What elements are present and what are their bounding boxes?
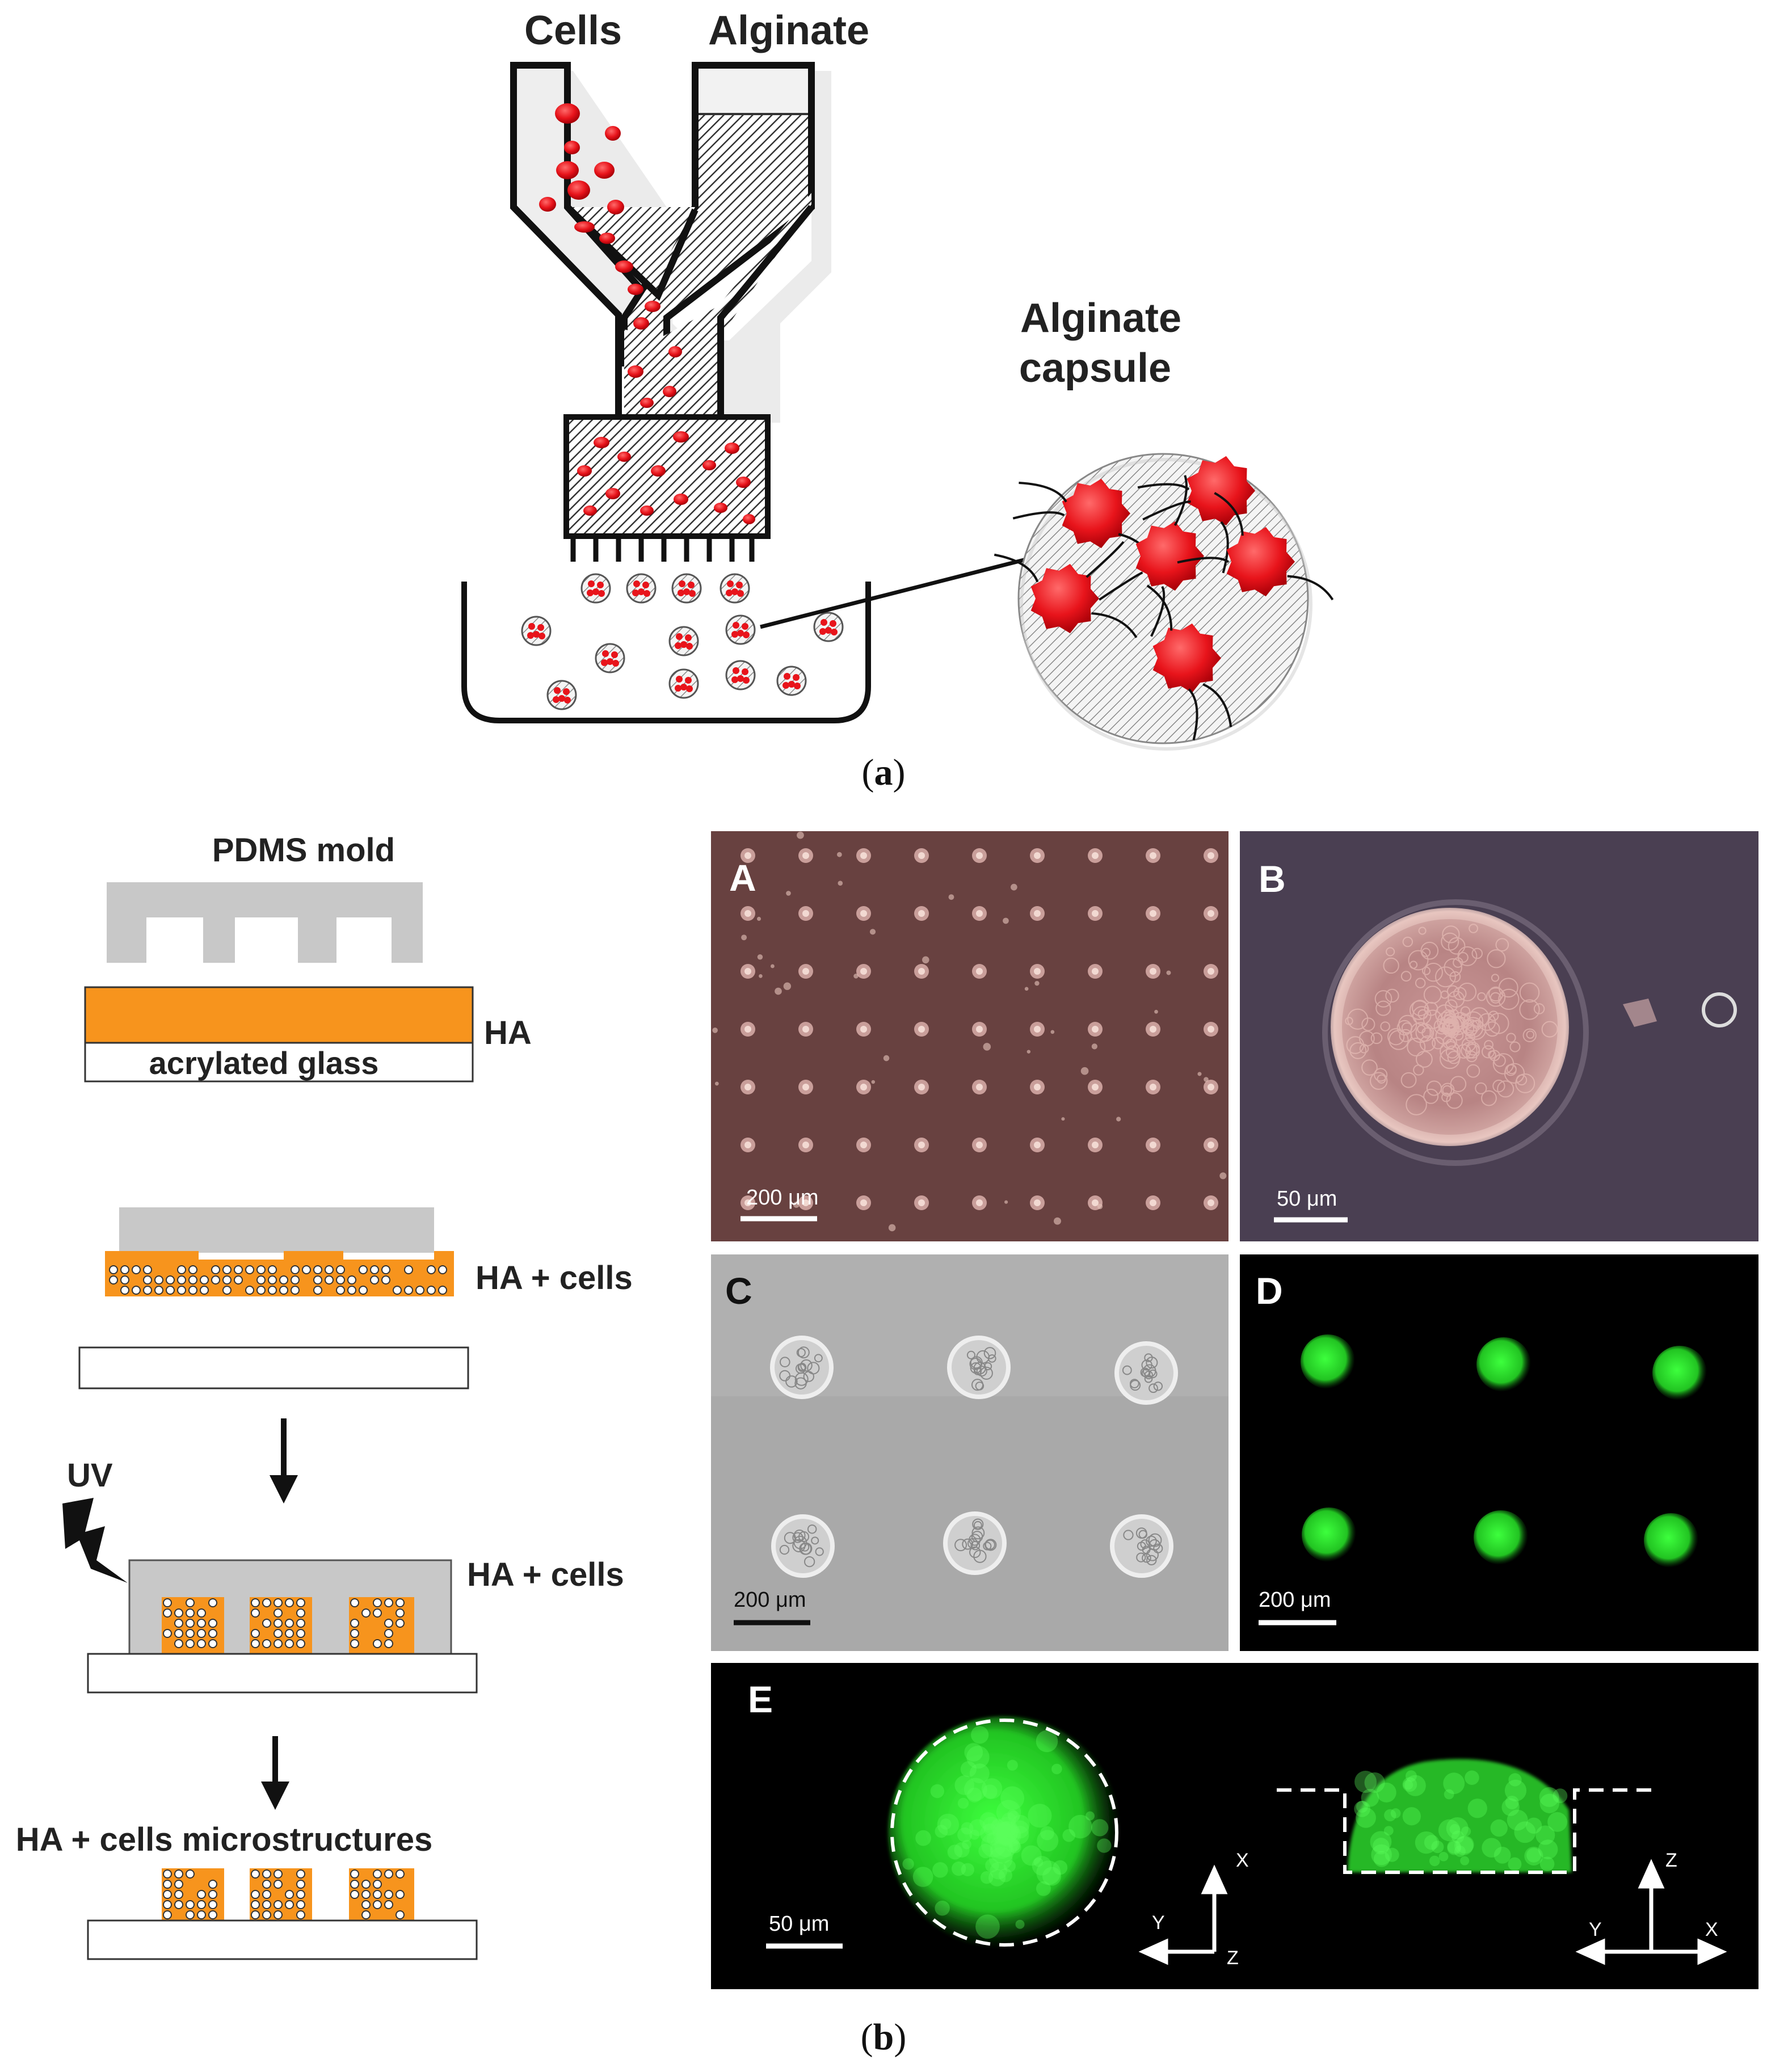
micrograph-a: 200 μm A [711, 831, 1229, 1241]
lightning-icon [62, 1498, 128, 1583]
fluorescent-spheroid [1302, 1507, 1356, 1562]
big-cell [1099, 475, 1204, 637]
capsule [626, 573, 657, 604]
label-ha-cells-1: HA + cells [476, 1260, 633, 1296]
axes-topview [1138, 1864, 1228, 1965]
big-cell [994, 541, 1138, 638]
arrow-down-1 [270, 1418, 298, 1504]
collection-bath [461, 582, 871, 723]
cells-dots-step4 [163, 1869, 405, 1919]
alginate-capsules [521, 573, 844, 710]
capsule [595, 643, 625, 673]
capsule [521, 616, 552, 646]
label-capsule-line1: Alginate [1020, 296, 1181, 341]
capsule [668, 626, 699, 656]
capsule [776, 666, 807, 696]
spheroid-e-topview [888, 1716, 1121, 1949]
big-cell [1137, 456, 1255, 574]
glass-slide-3 [87, 1653, 478, 1694]
axis-z-topview: Z [1227, 1947, 1239, 1969]
ha-layer [84, 986, 474, 1044]
axis-x-sideview: X [1705, 1919, 1718, 1940]
panel-a-diagram: Cells Alginate Alginate capsule [461, 8, 1334, 751]
capsule [720, 573, 750, 604]
encapsulated-cells [994, 456, 1334, 740]
micrograph-d: 200 μm D [1240, 1254, 1758, 1651]
microwell [770, 1336, 834, 1399]
well-outline-e [1277, 1788, 1657, 1874]
axes-sideview [1575, 1859, 1727, 1965]
capsule [546, 680, 577, 710]
big-cell [1146, 584, 1232, 740]
micrograph-c: 200 μm C [711, 1254, 1229, 1651]
panel-letter-d: D [1256, 1270, 1283, 1312]
label-ha: HA [484, 1014, 532, 1051]
microwell [947, 1336, 1011, 1399]
panel-letter-e: E [748, 1678, 773, 1720]
label-alginate: Alginate [708, 8, 869, 53]
capsule [580, 573, 611, 604]
big-cell [1012, 478, 1158, 568]
label-acrylated-glass: acrylated glass [149, 1045, 379, 1081]
label-pdms-mold: PDMS mold [212, 832, 395, 869]
scale-label-d: 200 μm [1259, 1588, 1331, 1612]
panel-b-schematic: PDMS mold HA acrylated glass HA + cells … [16, 832, 633, 1960]
fluorescent-spheroid [1644, 1513, 1698, 1568]
ha-cells-layer-1 [105, 1251, 454, 1296]
microwell [1110, 1514, 1173, 1578]
scale-label-b: 50 μm [1277, 1187, 1337, 1211]
micrograph-b: 50 μm B [1240, 831, 1758, 1241]
capsule [813, 612, 844, 642]
fluorescent-spheroid [1474, 1510, 1528, 1565]
capsule [725, 614, 756, 645]
label-uv: UV [67, 1457, 113, 1494]
acrylated-glass [84, 1042, 474, 1083]
arrow-down-2 [261, 1736, 289, 1810]
axis-y-topview: Y [1152, 1912, 1165, 1934]
microwell [1114, 1341, 1178, 1405]
cells-dots-step2 [109, 1265, 447, 1295]
cells-dots-step3 [163, 1598, 405, 1648]
caption-a: (a) [862, 752, 906, 793]
panel-letter-c: C [725, 1270, 752, 1312]
label-ha-cells-2: HA + cells [467, 1556, 624, 1593]
fluorescent-spheroid [1652, 1346, 1707, 1400]
axis-x-topview: X [1236, 1850, 1249, 1871]
glass-slide-4 [87, 1919, 478, 1960]
big-cell [1177, 492, 1334, 601]
microwell [771, 1514, 835, 1578]
microwell [943, 1511, 1007, 1575]
label-microstructures: HA + cells microstructures [16, 1821, 432, 1858]
caption-b: (b) [861, 2016, 907, 2058]
scale-label-a: 200 μm [746, 1186, 819, 1210]
scale-label-c: 200 μm [734, 1588, 806, 1612]
capsule [725, 660, 756, 690]
micrograph-e: X Y Z Z Y X 50 μm E [711, 1663, 1758, 1989]
fluorescent-spheroid [1301, 1334, 1355, 1389]
axis-y-sideview: Y [1589, 1919, 1602, 1940]
pdms-mold [107, 882, 423, 963]
scale-label-e: 50 μm [769, 1912, 829, 1936]
label-cells: Cells [524, 8, 622, 53]
capsule [671, 573, 702, 604]
axis-z-sideview: Z [1665, 1850, 1677, 1871]
spheroid-e-sideview [1348, 1759, 1572, 1872]
fluorescent-spheroid [1476, 1337, 1531, 1392]
panel-letter-b: B [1259, 858, 1286, 900]
nozzle-block [563, 414, 771, 539]
label-capsule-line2: capsule [1019, 346, 1171, 391]
glass-slide-2 [78, 1346, 469, 1389]
panel-letter-a: A [729, 857, 756, 899]
capsule [668, 668, 699, 699]
